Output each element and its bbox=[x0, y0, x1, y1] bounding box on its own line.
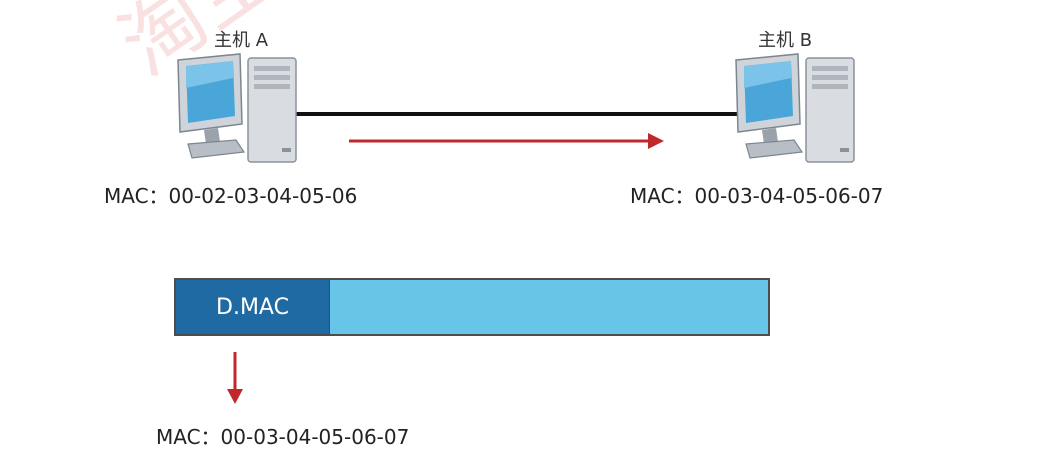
host-a-label: 主机 A bbox=[214, 30, 269, 51]
resolved-mac: MAC：00-03-04-05-06-07 bbox=[156, 425, 410, 449]
dmac-label: D.MAC bbox=[216, 294, 289, 320]
dmac-field: D.MAC bbox=[176, 280, 330, 334]
host-b-mac: MAC：00-03-04-05-06-07 bbox=[630, 184, 884, 208]
host-a-mac: MAC：00-02-03-04-05-06 bbox=[104, 184, 358, 208]
host-b-label: 主机 B bbox=[758, 30, 813, 51]
ethernet-frame: D.MAC bbox=[174, 278, 770, 336]
resolve-arrow bbox=[227, 352, 243, 404]
host-b-computer-icon bbox=[735, 53, 855, 163]
frame-payload bbox=[330, 280, 768, 334]
host-a-computer-icon bbox=[177, 53, 297, 163]
direction-arrow bbox=[349, 133, 664, 149]
